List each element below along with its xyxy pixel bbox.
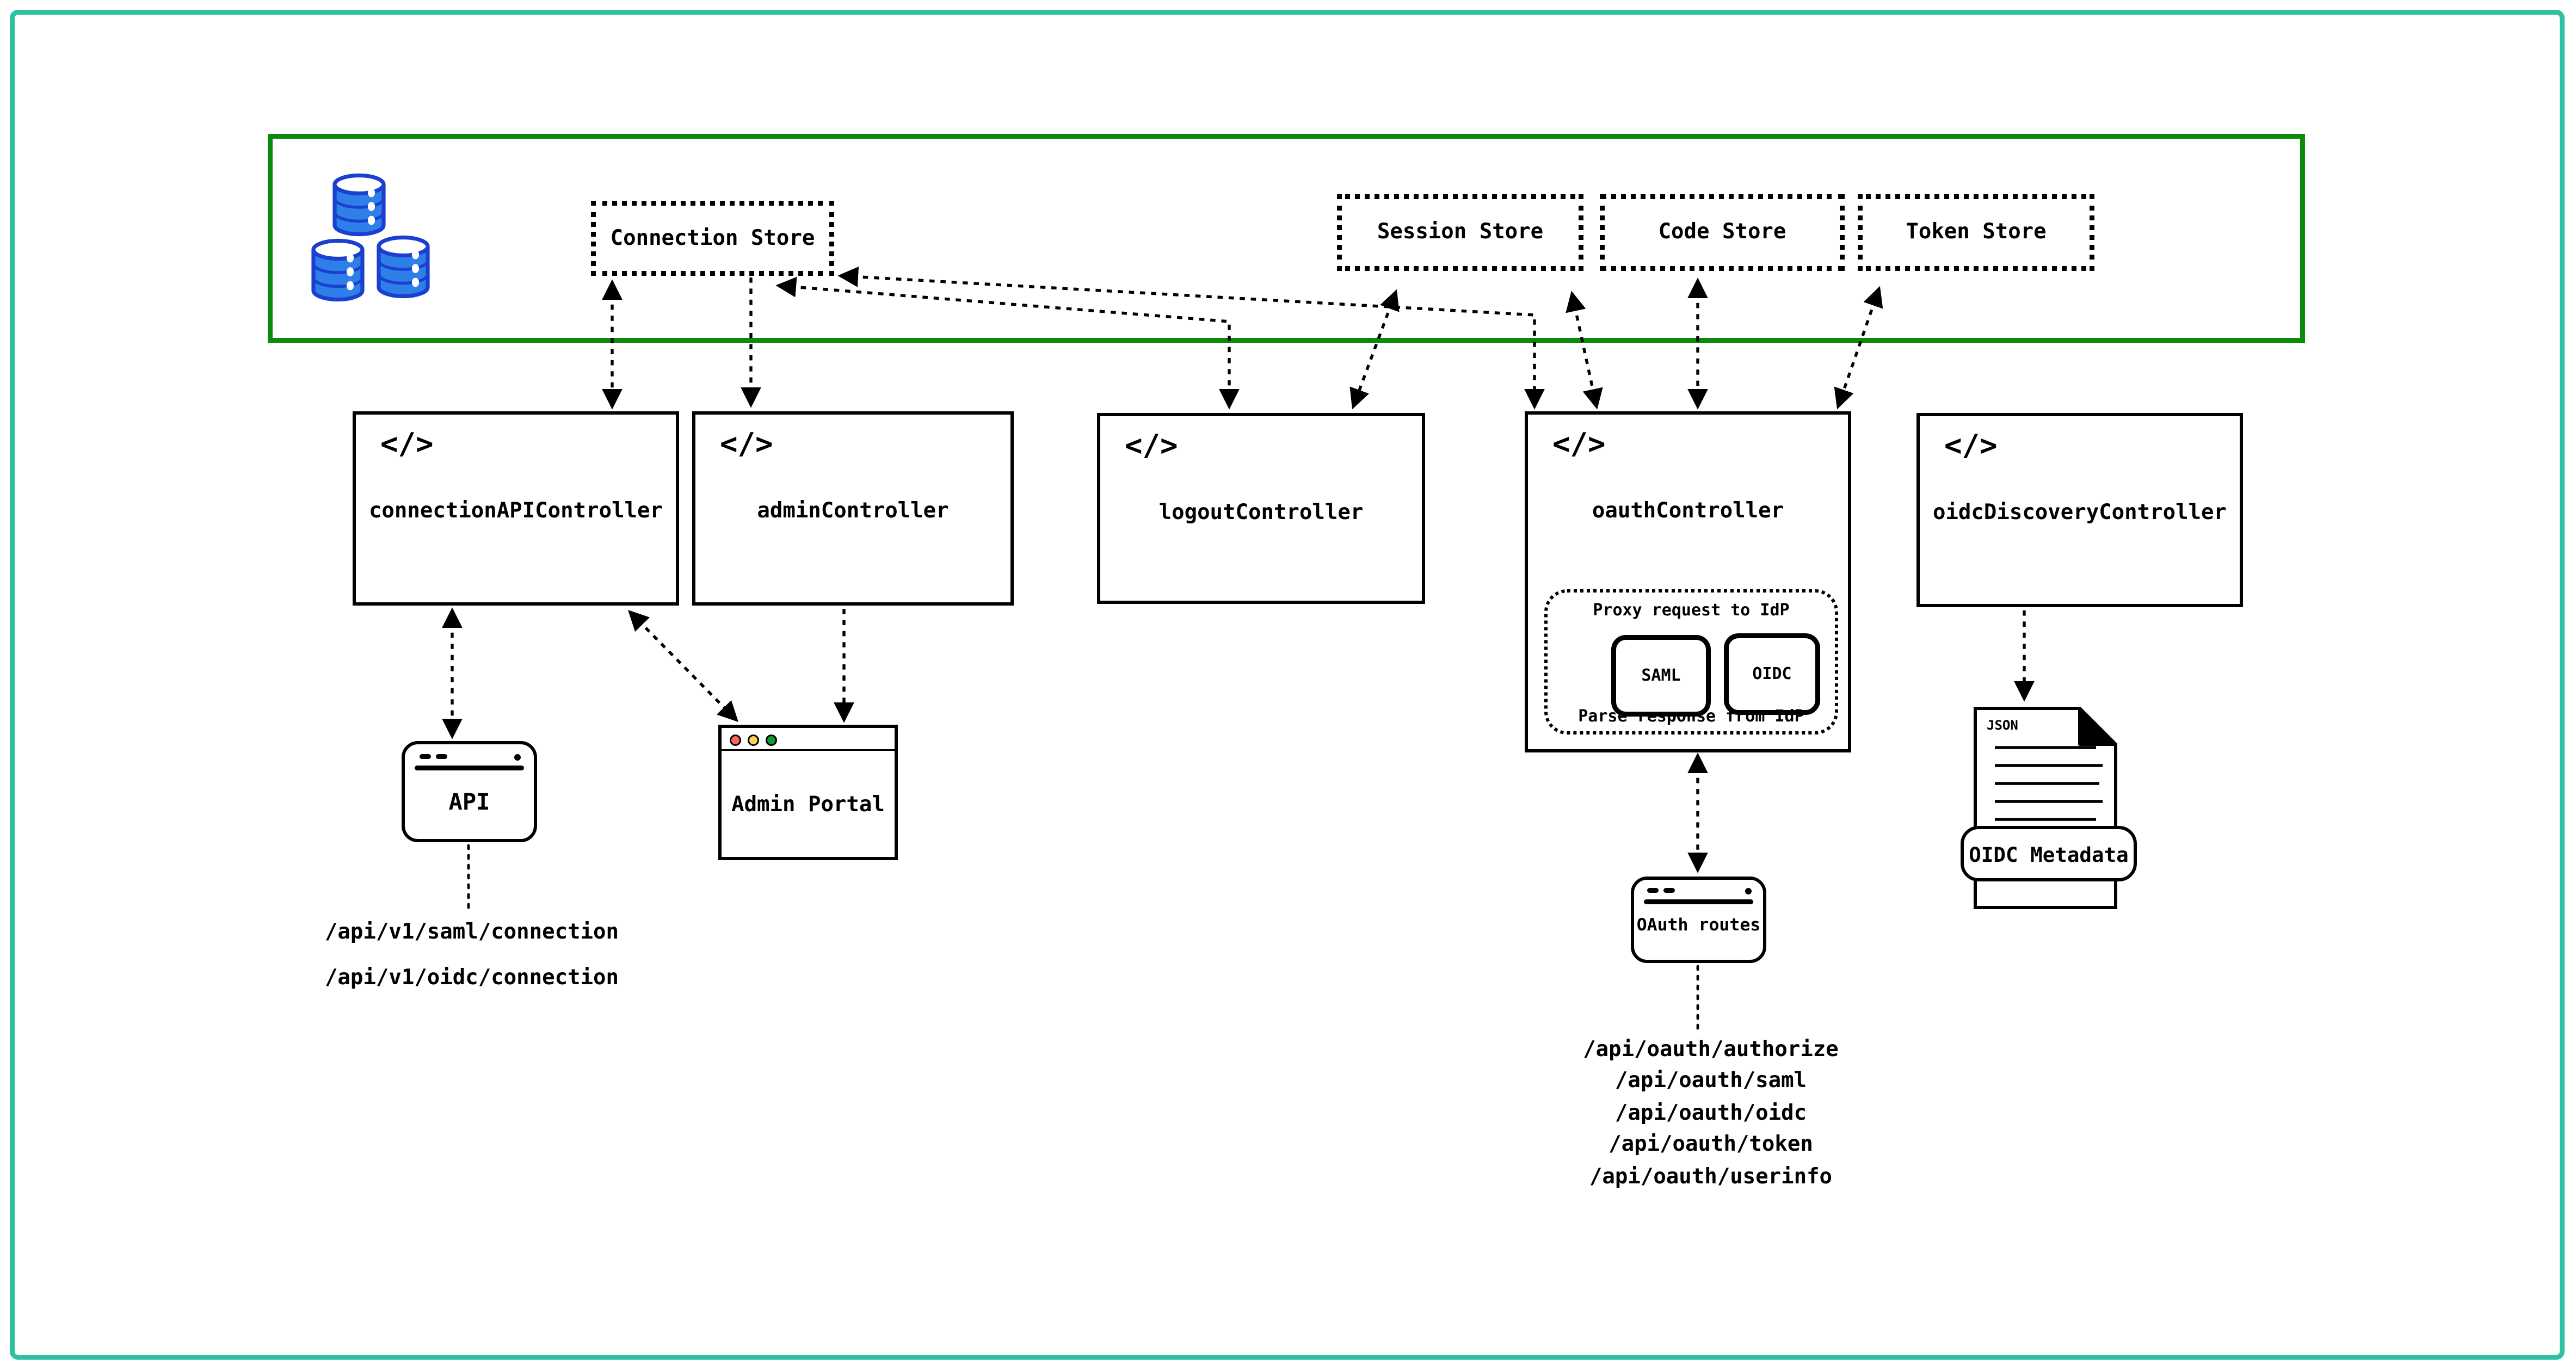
window-dot-icon bbox=[1745, 888, 1752, 894]
oauth-route-list: /api/oauth/authorize /api/oauth/saml /ap… bbox=[1548, 1035, 1874, 1193]
code-store-box: Code Store bbox=[1600, 194, 1845, 271]
code-icon: </> bbox=[720, 428, 773, 462]
code-icon: </> bbox=[1552, 428, 1606, 462]
json-badge: JSON bbox=[1987, 718, 2018, 733]
arrow-connectionstore-logoutcontroller bbox=[775, 276, 1240, 410]
arrow-sessionstore-oauthcontroller bbox=[1566, 291, 1603, 410]
connection-store-label: Connection Store bbox=[610, 226, 815, 251]
code-icon: </> bbox=[380, 428, 434, 462]
parse-response-note: Parse response from IdP bbox=[1578, 708, 1804, 726]
window-dash-icon bbox=[420, 754, 431, 760]
window-dot-icon bbox=[514, 754, 521, 761]
oidc-metadata-banner: OIDC Metadata bbox=[1961, 826, 2137, 881]
saml-protocol-box: SAML bbox=[1611, 635, 1711, 717]
code-store-label: Code Store bbox=[1658, 220, 1786, 245]
logout-controller-label: logoutController bbox=[1158, 501, 1364, 526]
traffic-light-red-icon bbox=[729, 733, 741, 745]
connection-store-box: Connection Store bbox=[591, 201, 834, 276]
window-dash-icon bbox=[436, 754, 447, 760]
admin-controller-box: </> adminController bbox=[692, 411, 1014, 606]
oidc-protocol-box: OIDC bbox=[1724, 633, 1820, 715]
oidc-metadata-label: OIDC Metadata bbox=[1969, 841, 2129, 866]
connection-api-controller-box: </> connectionAPIController bbox=[353, 411, 679, 606]
api-route: /api/v1/saml/connection bbox=[324, 921, 619, 945]
browser-titlebar bbox=[722, 728, 895, 751]
proxy-request-note: Proxy request to IdP bbox=[1593, 602, 1790, 620]
admin-controller-label: adminController bbox=[757, 499, 949, 524]
session-store-label: Session Store bbox=[1377, 220, 1544, 245]
oidc-discovery-controller-box: </> oidcDiscoveryController bbox=[1916, 413, 2243, 607]
window-bar bbox=[415, 766, 524, 770]
oauth-controller-label: oauthController bbox=[1592, 499, 1784, 524]
saml-label: SAML bbox=[1641, 667, 1681, 685]
traffic-light-yellow-icon bbox=[747, 733, 759, 745]
json-document-icon: JSON bbox=[1974, 707, 2117, 909]
window-bar bbox=[1644, 899, 1753, 904]
admin-portal-window: Admin Portal bbox=[718, 725, 898, 860]
oauth-route: /api/oauth/oidc bbox=[1614, 1101, 1807, 1126]
idp-proxy-box: Proxy request to IdP SAML OIDC Parse res… bbox=[1544, 589, 1838, 735]
token-store-label: Token Store bbox=[1906, 220, 2047, 245]
arrow-sessionstore-logoutcontroller bbox=[1349, 289, 1400, 410]
oauth-route: /api/oauth/userinfo bbox=[1589, 1164, 1833, 1189]
window-dash-icon bbox=[1647, 888, 1659, 894]
oauth-controller-box: </> oauthController Proxy request to IdP… bbox=[1525, 411, 1851, 752]
api-route: /api/v1/oidc/connection bbox=[324, 966, 619, 991]
oauth-route: /api/oauth/saml bbox=[1614, 1070, 1807, 1095]
traffic-light-green-icon bbox=[766, 733, 777, 745]
arrow-connectionstore-oauthcontroller bbox=[837, 266, 1545, 410]
oauth-route: /api/oauth/authorize bbox=[1583, 1038, 1839, 1063]
api-window-icon: API bbox=[402, 741, 537, 842]
arrow-tokenstore-oauthcontroller bbox=[1834, 286, 1883, 410]
connection-api-controller-label: connectionAPIController bbox=[368, 499, 663, 524]
oauth-routes-window-icon: OAuth routes bbox=[1631, 877, 1766, 963]
outer-frame-border bbox=[10, 10, 2565, 1360]
api-label: API bbox=[448, 790, 490, 816]
logout-controller-box: </> logoutController bbox=[1097, 413, 1425, 604]
admin-portal-label: Admin Portal bbox=[731, 793, 885, 818]
arrow-connectionapi-adminportal bbox=[628, 609, 738, 723]
oauth-route: /api/oauth/token bbox=[1609, 1133, 1813, 1158]
window-dash-icon bbox=[1663, 888, 1675, 894]
token-store-box: Token Store bbox=[1858, 194, 2094, 271]
oauth-routes-label: OAuth routes bbox=[1636, 916, 1761, 935]
oidc-discovery-controller-label: oidcDiscoveryController bbox=[1932, 501, 2227, 526]
code-icon: </> bbox=[1944, 429, 1998, 464]
oidc-label: OIDC bbox=[1752, 665, 1792, 683]
session-store-box: Session Store bbox=[1337, 194, 1583, 271]
code-icon: </> bbox=[1125, 429, 1178, 464]
api-route-list: /api/v1/saml/connection /api/v1/oidc/con… bbox=[309, 911, 635, 1002]
